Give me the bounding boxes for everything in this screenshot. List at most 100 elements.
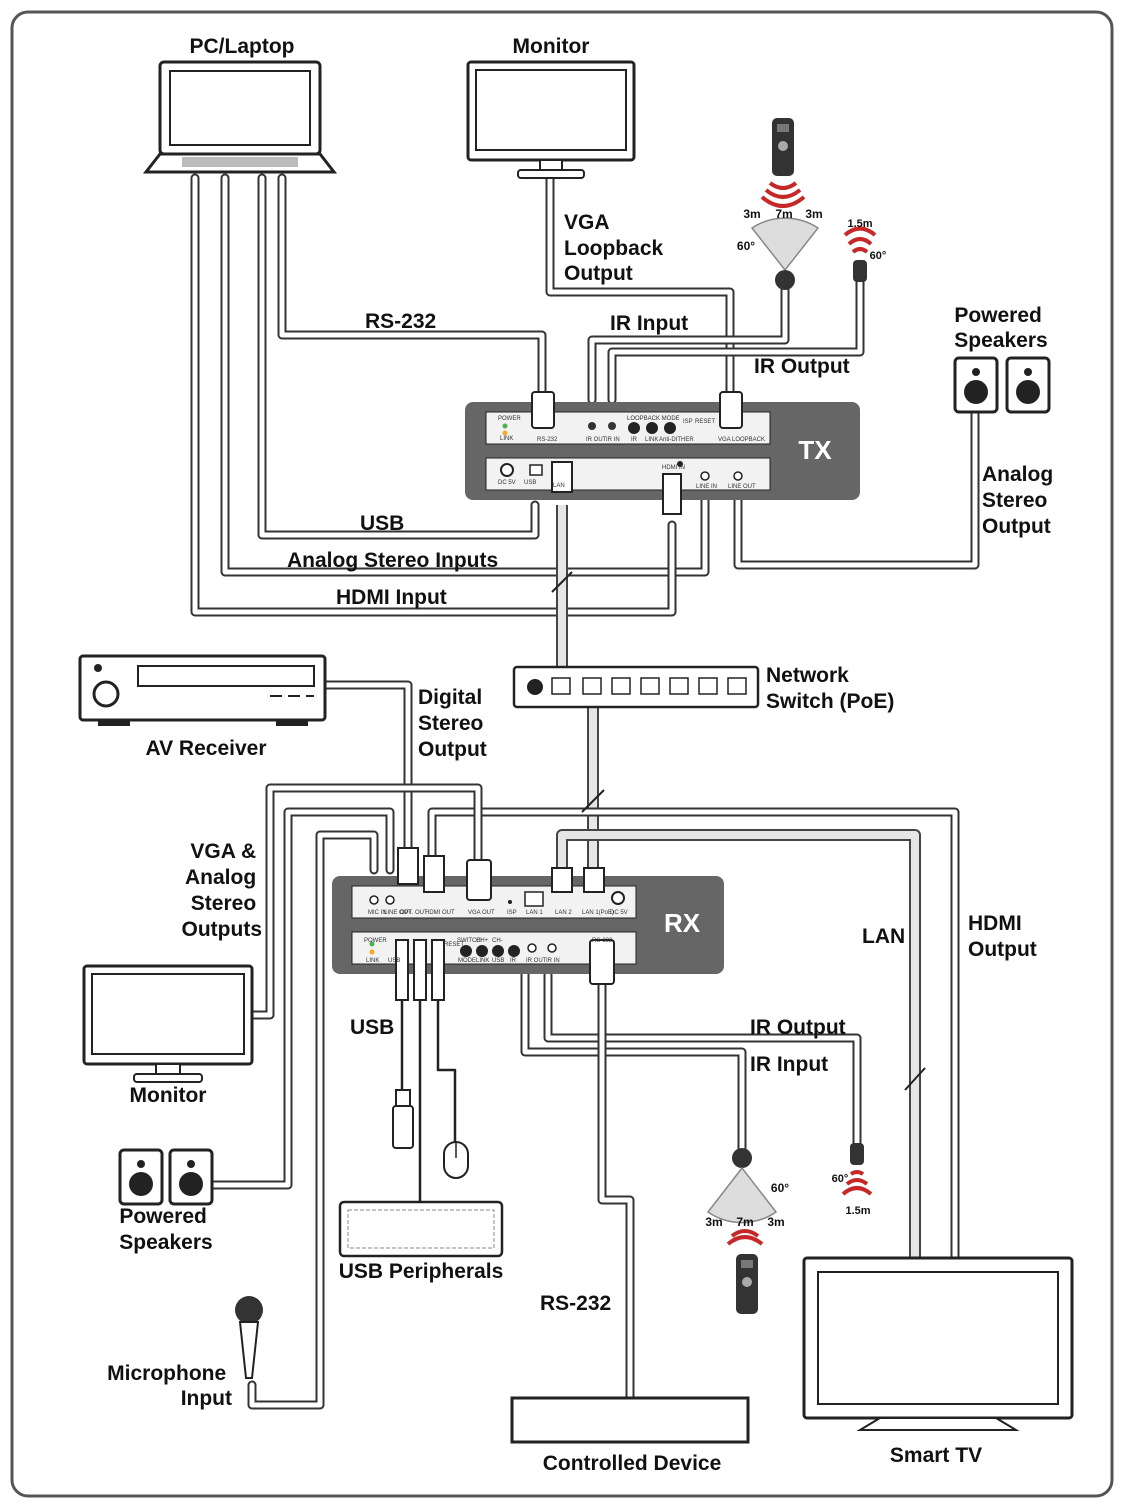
svg-text:ISP: ISP [683, 419, 693, 425]
mouse [443, 1141, 469, 1179]
vga-loopback-label: VGA Loopback Output [564, 211, 669, 285]
rs232-top-label: RS-232 [365, 310, 436, 333]
rx-port-labels: MIC IN LINE OUT OPT. OUT HDMI OUT VGA OU… [364, 910, 628, 964]
range-bot-angle: 60° [771, 1181, 789, 1195]
smart-tv [802, 1256, 1074, 1431]
lan-label: LAN [862, 925, 905, 948]
svg-text:USB: USB [492, 958, 504, 964]
ir-output-bottom-label: IR Output [750, 1016, 846, 1039]
hdmi-output-label: HDMI Output [968, 912, 1037, 961]
hdmi-input-label: HDMI Input [336, 586, 447, 609]
svg-text:RESET: RESET [695, 419, 715, 425]
rs232-bottom-label: RS-232 [540, 1292, 611, 1315]
svg-text:USB: USB [524, 480, 536, 486]
svg-text:LAN: LAN [553, 483, 565, 489]
svg-text:VGA OUT: VGA OUT [468, 910, 495, 916]
range-top-right: 3m [805, 207, 822, 221]
powered-speakers-top [953, 356, 1051, 414]
svg-text:SWITCH: SWITCH [457, 938, 481, 944]
svg-text:HDMI IN: HDMI IN [662, 465, 685, 471]
monitor-bottom [82, 964, 254, 1083]
range-bot-right: 3m [767, 1215, 784, 1229]
svg-text:RS-232: RS-232 [537, 437, 558, 443]
monitor-top-label: Monitor [513, 35, 590, 58]
svg-text:MODE: MODE [458, 958, 476, 964]
smart-tv-label: Smart TV [890, 1444, 982, 1467]
pc-laptop [142, 60, 338, 174]
svg-text:LINE OUT: LINE OUT [384, 910, 412, 916]
range-bot-left: 3m [705, 1215, 722, 1229]
ir-emitter-top [843, 226, 877, 282]
ir-receiver-top [750, 217, 820, 290]
svg-text:CH-: CH- [492, 938, 503, 944]
range-top-angle: 60° [737, 239, 755, 253]
svg-text:LOOPBACK MODE: LOOPBACK MODE [627, 416, 680, 422]
svg-text:IR OUT: IR OUT [526, 958, 547, 964]
range-top-mid: 7m [775, 207, 792, 221]
rx-label: RX [664, 908, 701, 938]
usb-peripherals-label: USB Peripherals [339, 1260, 504, 1283]
ir-input-top-label: IR Input [610, 312, 688, 335]
svg-text:LINK: LINK [645, 437, 658, 443]
av-receiver-label: AV Receiver [145, 737, 266, 760]
svg-text:RS-232: RS-232 [592, 938, 613, 944]
ir-receiver-bottom [706, 1148, 778, 1224]
keyboard [338, 1200, 504, 1258]
svg-text:HDMI OUT: HDMI OUT [425, 910, 455, 916]
analog-stereo-output-label: Analog Stereo Output [982, 463, 1059, 538]
controlled-device [510, 1396, 750, 1444]
emit-top-angle: 60° [870, 250, 887, 262]
svg-text:USB: USB [388, 958, 400, 964]
ir-remote-bottom [726, 1229, 764, 1314]
monitor-bottom-label: Monitor [130, 1084, 207, 1107]
av-receiver [78, 654, 327, 726]
powered-speakers-bottom [118, 1148, 214, 1206]
cables [190, 173, 980, 1410]
svg-text:DC 5V: DC 5V [610, 910, 628, 916]
usb-flash-drive [392, 1089, 414, 1149]
svg-text:DC 5V: DC 5V [498, 480, 516, 486]
svg-text:VGA LOOPBACK: VGA LOOPBACK [718, 437, 765, 443]
ir-input-bottom-label: IR Input [750, 1053, 828, 1076]
svg-text:IR: IR [631, 437, 638, 443]
network-switch [512, 665, 760, 709]
svg-text:POWER: POWER [364, 938, 387, 944]
svg-text:CH+: CH+ [476, 938, 489, 944]
tx-unit [465, 391, 860, 515]
svg-text:LINK: LINK [500, 436, 513, 442]
svg-text:LAN 2: LAN 2 [555, 910, 572, 916]
monitor-top [466, 60, 636, 179]
svg-text:ISP: ISP [507, 910, 517, 916]
svg-text:IR IN: IR IN [546, 958, 560, 964]
microphone [235, 1296, 263, 1379]
usb-bottom-label: USB [350, 1016, 394, 1039]
ir-remote-top [760, 118, 806, 208]
emit-bot-dist: 1.5m [845, 1205, 870, 1217]
usb-top-label: USB [360, 512, 404, 535]
svg-text:IR IN: IR IN [606, 437, 620, 443]
svg-text:LINK: LINK [366, 958, 379, 964]
svg-text:POWER: POWER [498, 416, 521, 422]
svg-text:LINK: LINK [476, 958, 489, 964]
controlled-device-label: Controlled Device [543, 1452, 722, 1475]
svg-text:IR OUT: IR OUT [586, 437, 607, 443]
ir-emitter-bottom [841, 1143, 873, 1196]
svg-text:MIC IN: MIC IN [368, 910, 387, 916]
svg-text:LINE OUT: LINE OUT [728, 484, 756, 490]
rx-unit [332, 847, 724, 1001]
network-switch-label: Network Switch (PoE) [766, 664, 894, 713]
svg-text:LAN 1: LAN 1 [526, 910, 543, 916]
tx-label: TX [798, 435, 832, 465]
svg-text:OPT. OUT: OPT. OUT [400, 910, 428, 916]
microphone-input-label: Microphone Input [107, 1362, 232, 1410]
svg-text:IR: IR [510, 958, 517, 964]
powered-speakers-top-label: Powered Speakers [954, 304, 1047, 352]
emit-top-dist: 1.5m [847, 218, 872, 230]
range-bot-mid: 7m [736, 1215, 753, 1229]
emit-bot-angle: 60° [832, 1173, 849, 1185]
ir-output-top-label: IR Output [754, 355, 850, 378]
digital-stereo-output-label: Digital Stereo Output [418, 686, 489, 761]
pc-laptop-label: PC/Laptop [190, 35, 295, 58]
svg-text:LAN 1(PoE): LAN 1(PoE) [582, 910, 614, 916]
